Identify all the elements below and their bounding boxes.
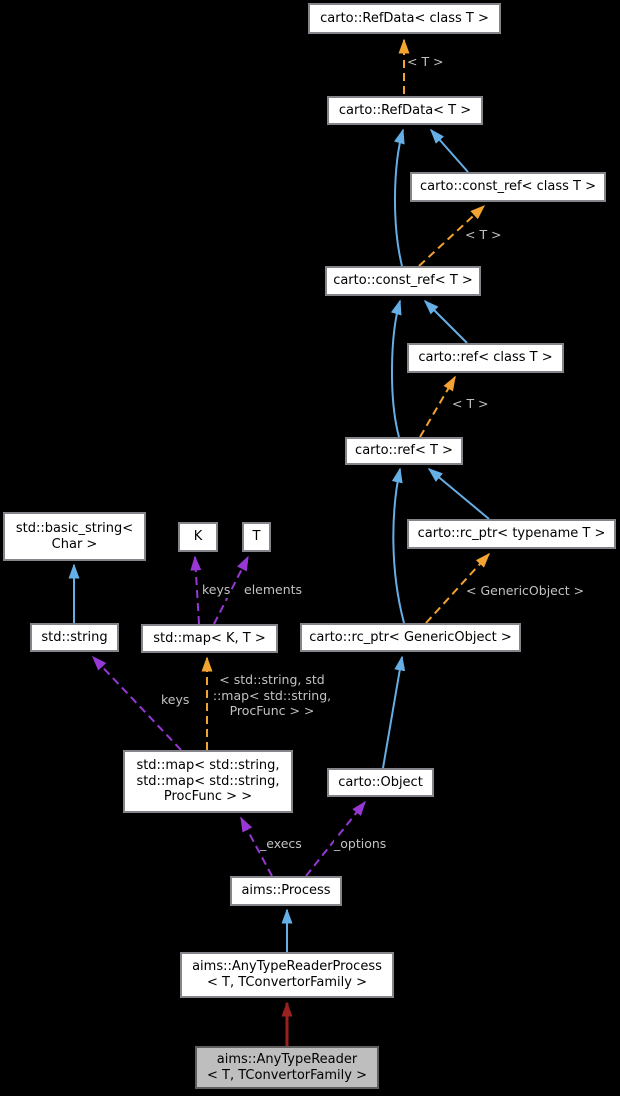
edge-inherit-rc-ptr-genericobject-to-ref-t [391,467,405,624]
node-label: carto::ref< T > [355,443,453,459]
node-std-map-k-t[interactable]: std::map< K, T > [141,624,278,653]
node-label-line1: aims::AnyTypeReaderProcess [192,959,382,975]
node-carto-const-ref-t[interactable]: carto::const_ref< T > [325,266,481,296]
edge-usage-map-nested-to-std-string [91,655,182,751]
edge-label-template-t-refdata: < T > [407,54,444,70]
edge-label-options: _options [334,836,387,852]
node-label-line2: std::map< std::string, [136,773,280,789]
node-carto-ref-t[interactable]: carto::ref< T > [345,437,463,465]
node-label-line2: < T, TConvertorFamily > [207,975,367,990]
node-k[interactable]: K [178,522,218,552]
edge-label-template-t-const-ref: < T > [465,227,502,243]
node-label-line1: std::map< std::string, [136,757,280,773]
node-aims-anytypereader-focus[interactable]: aims::AnyTypeReader < T, TConvertorFamil… [195,1046,379,1089]
edge-label-template-map: < std::string, std ::map< std::string, P… [209,672,335,719]
node-std-string[interactable]: std::string [30,623,119,652]
node-carto-ref-class-t[interactable]: carto::ref< class T > [407,343,564,373]
node-aims-anytypereaderprocess[interactable]: aims::AnyTypeReaderProcess < T, TConvert… [180,952,394,998]
edge-label-template-t-ref: < T > [452,396,489,412]
edge-usage-map-k-t-to-k [190,555,202,625]
node-label: std::map< K, T > [153,630,266,646]
node-label: carto::const_ref< class T > [419,179,596,195]
node-label: T [252,529,261,545]
node-label: carto::const_ref< T > [333,273,473,289]
edge-label-template-map-line2: ::map< std::string, [212,687,332,703]
edge-label-elements-map-k-t: elements [244,582,303,598]
node-label: carto::RefData< T > [338,102,472,118]
edge-inherit-const-ref-class-t-to-refdata-t [430,128,469,173]
edge-label-keys-map-k-t: keys [202,582,231,598]
node-label-line1: std::basic_string< [15,520,134,536]
edge-label-template-map-line1: < std::string, std [219,672,325,687]
edge-inherit-carto-object-to-rc-ptr-genericobject [382,655,406,769]
edge-inherit-const-ref-t-to-refdata-t [394,128,405,267]
node-label-line2: < T, TConvertorFamily > [207,1067,367,1083]
node-label-line1: aims::AnyTypeReader [216,1051,358,1067]
node-label: carto::RefData< class T > [320,10,489,26]
edge-template-ref-t-to-ref-class-t [419,375,456,438]
node-label: std::string [41,629,108,645]
node-label-line3: ProcFunc > > [163,789,253,805]
node-label: carto::rc_ptr< GenericObject > [309,629,512,645]
edge-label-keys-map-nested: keys [161,692,190,708]
edge-label-template-genericobject: < GenericObject > [466,583,585,599]
node-label: carto::rc_ptr< typename T > [417,526,606,542]
node-carto-rc-ptr-typename-t[interactable]: carto::rc_ptr< typename T > [407,519,616,549]
edge-usage-aims-process-to-map-nested [240,816,273,877]
node-label: carto::Object [338,774,423,790]
edge-label-template-map-line3: ProcFunc > > [229,703,315,719]
node-carto-object[interactable]: carto::Object [327,768,434,797]
edge-template-const-ref-t-to-const-ref-class-t [418,204,486,267]
node-carto-rc-ptr-genericobject[interactable]: carto::rc_ptr< GenericObject > [300,623,521,652]
node-aims-process[interactable]: aims::Process [230,876,342,906]
edge-inherit-ref-class-t-to-const-ref-t [423,299,468,344]
edge-label-execs: _execs [260,836,302,852]
node-label: carto::ref< class T > [418,350,553,366]
node-label: aims::Process [241,883,331,899]
node-carto-const-ref-class-t[interactable]: carto::const_ref< class T > [410,172,606,202]
node-label-line2: Char > [51,536,98,552]
edge-inherit-ref-t-to-const-ref-t [390,299,402,438]
node-std-basic-string[interactable]: std::basic_string< Char > [3,512,146,561]
node-label: K [193,529,203,545]
node-carto-refdata-t[interactable]: carto::RefData< T > [327,96,483,125]
node-std-map-nested[interactable]: std::map< std::string, std::map< std::st… [123,750,293,813]
edge-usage-aims-process-to-carto-object [305,800,366,877]
node-t[interactable]: T [242,522,271,552]
edge-inherit-rc-ptr-typename-t-to-ref-t [427,468,490,520]
node-carto-refdata-class-t[interactable]: carto::RefData< class T > [308,3,501,34]
edge-template-rc-ptr-genericobject-to-rc-ptr-typename-t [425,552,491,624]
